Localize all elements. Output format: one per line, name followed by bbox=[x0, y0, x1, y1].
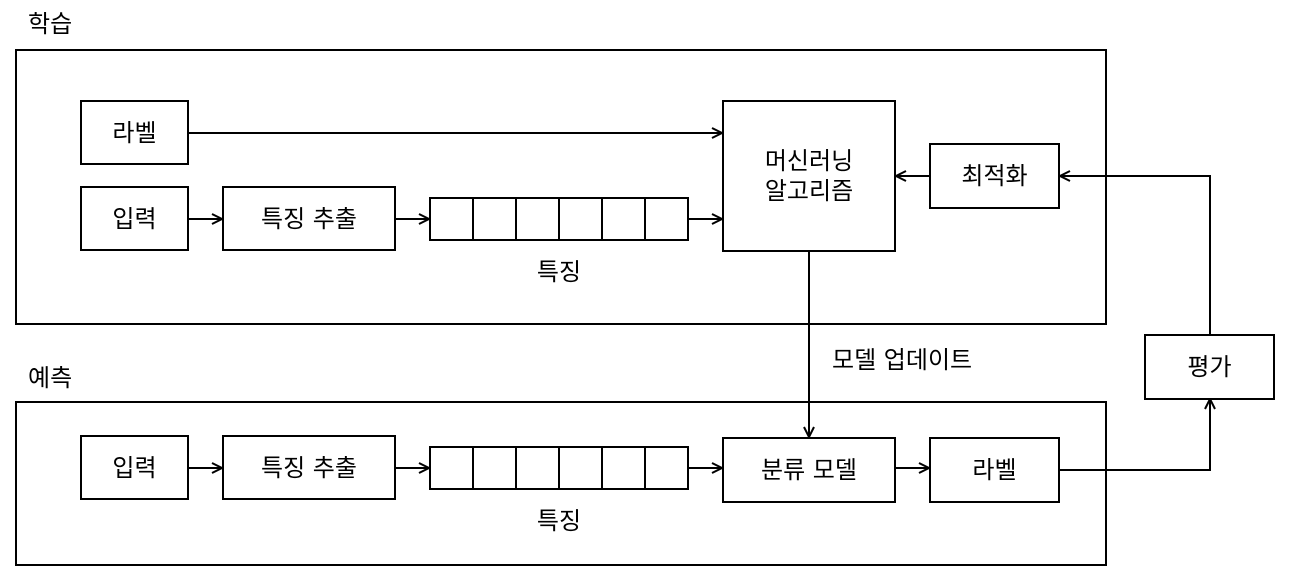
feature-cell bbox=[646, 448, 687, 488]
prediction-feature-vector bbox=[429, 446, 689, 490]
prediction-feature-caption: 특징 bbox=[536, 507, 582, 535]
feature-cell bbox=[474, 448, 517, 488]
model-update-label: 모델 업데이트 bbox=[832, 346, 973, 374]
feature-cell bbox=[431, 448, 474, 488]
ml-algorithm-box: 머신러닝 알고리즘 bbox=[722, 100, 896, 252]
optimization-box: 최적화 bbox=[929, 143, 1060, 209]
arrow-label-to-evaluation bbox=[1060, 399, 1210, 471]
feature-cell bbox=[560, 199, 603, 239]
arrow-evaluation-to-optimize bbox=[1060, 176, 1211, 335]
feature-cell bbox=[560, 448, 603, 488]
evaluation-box: 평가 bbox=[1144, 334, 1275, 400]
optimization-text: 최적화 bbox=[961, 162, 1028, 190]
training-panel bbox=[15, 49, 1107, 325]
training-section-label: 학습 bbox=[28, 10, 73, 38]
feature-cell bbox=[431, 199, 474, 239]
prediction-label-text: 라벨 bbox=[972, 456, 1017, 484]
feature-cell bbox=[517, 448, 560, 488]
training-label-box: 라벨 bbox=[80, 100, 189, 165]
training-feature-vector bbox=[429, 197, 689, 241]
training-feature-extraction-text: 특징 추출 bbox=[261, 204, 357, 233]
prediction-section-label: 예측 bbox=[28, 364, 73, 392]
feature-cell bbox=[517, 199, 560, 239]
prediction-panel bbox=[15, 401, 1107, 566]
training-input-text: 입력 bbox=[112, 204, 157, 233]
prediction-input-box: 입력 bbox=[80, 435, 189, 500]
ml-algorithm-line2: 알고리즘 bbox=[764, 177, 854, 205]
classifier-model-text: 분류 모델 bbox=[761, 456, 857, 484]
training-feature-caption: 특징 bbox=[536, 258, 582, 286]
prediction-input-text: 입력 bbox=[112, 453, 157, 482]
ml-algorithm-line1: 머신러닝 bbox=[764, 147, 854, 175]
training-input-box: 입력 bbox=[80, 186, 189, 251]
feature-cell bbox=[646, 199, 687, 239]
prediction-feature-extraction-text: 특징 추출 bbox=[261, 453, 357, 482]
prediction-label-box: 라벨 bbox=[929, 437, 1060, 503]
training-feature-extraction-box: 특징 추출 bbox=[222, 186, 396, 251]
training-label-text: 라벨 bbox=[112, 118, 157, 147]
evaluation-text: 평가 bbox=[1187, 353, 1232, 381]
feature-cell bbox=[603, 199, 646, 239]
feature-cell bbox=[603, 448, 646, 488]
feature-cell bbox=[474, 199, 517, 239]
classifier-model-box: 분류 모델 bbox=[722, 437, 896, 503]
prediction-feature-extraction-box: 특징 추출 bbox=[222, 435, 396, 500]
